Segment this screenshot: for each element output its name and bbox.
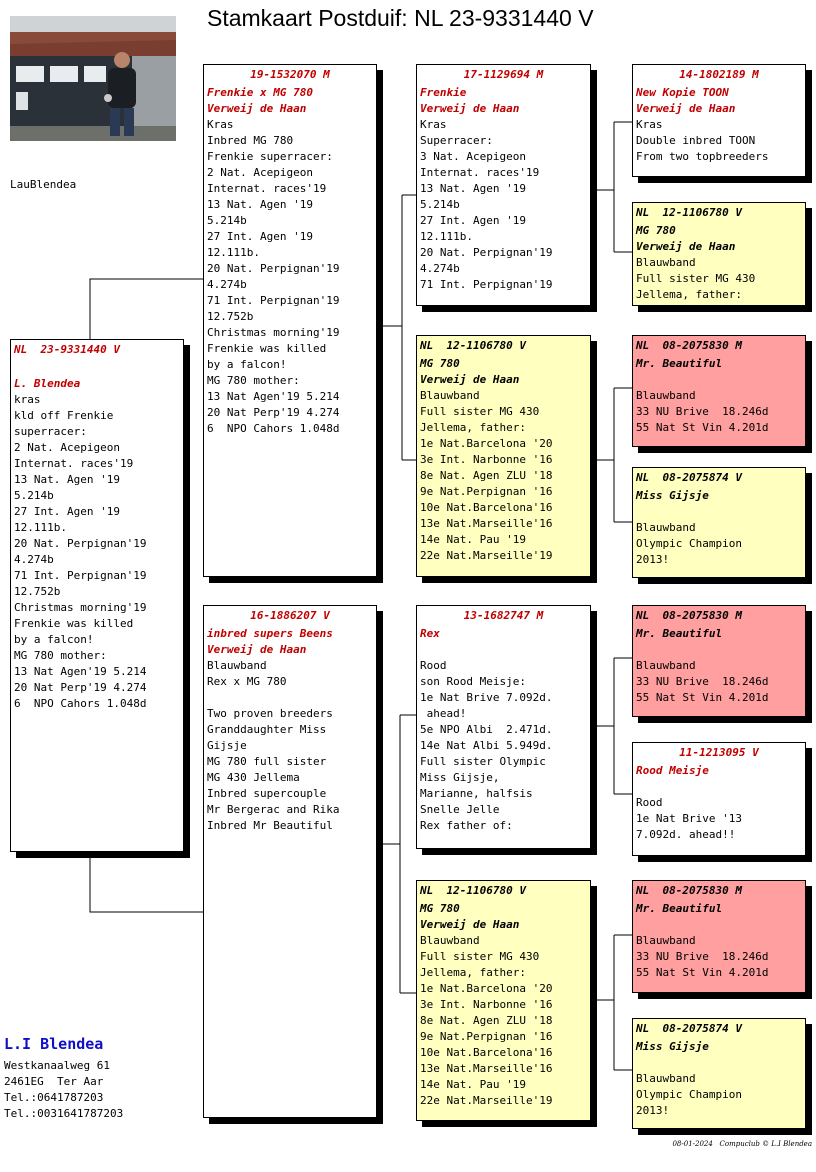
ring-number: NL 12-1106780 V [420, 339, 526, 352]
dam-dam-dam-card: NL 08-2075874 V Miss Gijsje Blauwband Ol… [632, 1018, 806, 1129]
ring-number: NL 12-1106780 V [636, 206, 742, 219]
sire-card: 19-1532070 M Frenkie x MG 780 Verweij de… [203, 64, 377, 577]
breeder-name: Verweij de Haan [636, 102, 736, 115]
sire-sire-dam-card: NL 12-1106780 V MG 780 Verweij de Haan B… [632, 202, 806, 306]
ring-number: NL 12-1106780 V [420, 884, 526, 897]
pigeon-notes: Kras Superracer: 3 Nat. Acepigeon Intern… [420, 118, 553, 291]
pigeon-notes: kras kld off Frenkie superracer: 2 Nat. … [14, 393, 147, 710]
pigeon-name: MG 780 [636, 224, 676, 237]
subject-pigeon-card: NL 23-9331440 V L. Blendea kras kld off … [10, 339, 184, 852]
breeder-name: Verweij de Haan [420, 373, 520, 386]
breeder-name: Verweij de Haan [420, 102, 520, 115]
pigeon-notes: Kras Inbred MG 780 Frenkie superracer: 2… [207, 118, 340, 435]
ring-number: NL 08-2075830 M [636, 884, 742, 897]
owner-address: Westkanaalweg 61 [4, 1059, 110, 1072]
sire-sire-sire-card: 14-1802189 M New Kopie TOON Verweij de H… [632, 64, 806, 177]
dam-dam-sire-card: NL 08-2075830 M Mr. Beautiful Blauwband … [632, 880, 806, 993]
owner-name: L.I Blendea [4, 1035, 104, 1053]
sire-dam-sire-card: NL 08-2075830 M Mr. Beautiful Blauwband … [632, 335, 806, 447]
breeder-name [636, 642, 802, 658]
ring-number: 13-1682747 M [463, 609, 544, 622]
ring-number: 16-1886207 V [250, 609, 330, 622]
dam-sire-card: 13-1682747 M Rex Rood son Rood Meisje: 1… [416, 605, 591, 849]
owner-block: L.I Blendea Westkanaalweg 61 2461EG Ter … [4, 1034, 204, 1122]
ring-number: 14-1802189 M [679, 68, 759, 81]
dam-dam-card: NL 12-1106780 V MG 780 Verweij de Haan B… [416, 880, 591, 1121]
owner-postcode: 2461EG Ter Aar [4, 1075, 104, 1088]
pigeon-name: Mr. Beautiful [636, 627, 723, 640]
pigeon-name: Frenkie x MG 780 [207, 86, 313, 99]
breeder-name [636, 917, 802, 933]
pigeon-name: Mr. Beautiful [636, 357, 723, 370]
page-title: Stamkaart Postduif: NL 23-9331440 V [207, 5, 594, 31]
ring-number: NL 08-2075874 V [636, 471, 742, 484]
pigeon-name: Rex [420, 627, 440, 640]
pigeon-name: New Kopie TOON [636, 86, 729, 99]
ring-number: NL 08-2075874 V [636, 1022, 742, 1035]
loft-name: LauBlendea [10, 178, 77, 191]
breeder-name: Verweij de Haan [207, 643, 307, 656]
ring-number: 11-1213095 V [679, 746, 759, 759]
breeder-name [420, 642, 587, 658]
pigeon-name: Frenkie [420, 86, 467, 99]
ring-number: 19-1532070 M [250, 68, 330, 81]
pigeon-name: Mr. Beautiful [636, 902, 723, 915]
dam-sire-sire-card: NL 08-2075830 M Mr. Beautiful Blauwband … [632, 605, 806, 717]
pigeon-notes: Rood son Rood Meisje: 1e Nat Brive 7.092… [420, 659, 553, 832]
pigeon-name: inbred supers Beens [207, 627, 333, 640]
breeder-name [636, 372, 802, 388]
pigeon-name: MG 780 [420, 902, 460, 915]
pigeon-name: Rood Meisje [636, 764, 709, 777]
sire-dam-card: NL 12-1106780 V MG 780 Verweij de Haan B… [416, 335, 591, 577]
pigeon-name: Miss Gijsje [636, 489, 709, 502]
breeder-name: L. Blendea [14, 377, 81, 390]
breeder-name: Verweij de Haan [420, 918, 520, 931]
ring-number: 17-1129694 M [463, 68, 544, 81]
pigeon-name: MG 780 [420, 357, 460, 370]
sire-sire-card: 17-1129694 M Frenkie Verweij de Haan Kra… [416, 64, 591, 306]
loft-photo [10, 16, 176, 141]
owner-phone-intl: Tel.:0031641787203 [4, 1107, 124, 1120]
ring-number: NL 08-2075830 M [636, 609, 742, 622]
sire-dam-dam-card: NL 08-2075874 V Miss Gijsje Blauwband Ol… [632, 467, 806, 578]
dam-card: 16-1886207 V inbred supers Beens Verweij… [203, 605, 377, 1118]
breeder-name: Verweij de Haan [207, 102, 307, 115]
breeder-name [636, 779, 802, 795]
pigeon-notes: Blauwband Rex x MG 780 Two proven breede… [207, 659, 340, 832]
pigeon-name [14, 360, 180, 376]
breeder-name [636, 504, 802, 520]
pigeon-notes: Blauwband Full sister MG 430 Jellema, fa… [420, 389, 553, 562]
breeder-name [636, 1055, 802, 1071]
footer-credit: 08-01-2024 Compuclub © L.I Blendea [672, 1140, 812, 1148]
breeder-name: Verweij de Haan [636, 240, 736, 253]
ring-number: NL 08-2075830 M [636, 339, 742, 352]
owner-phone: Tel.:0641787203 [4, 1091, 104, 1104]
pigeon-name: Miss Gijsje [636, 1040, 709, 1053]
dam-sire-dam-card: 11-1213095 V Rood Meisje Rood 1e Nat Bri… [632, 742, 806, 856]
pigeon-notes: Blauwband Full sister MG 430 Jellema, fa… [420, 934, 553, 1107]
ring-number: NL 23-9331440 V [14, 343, 120, 356]
